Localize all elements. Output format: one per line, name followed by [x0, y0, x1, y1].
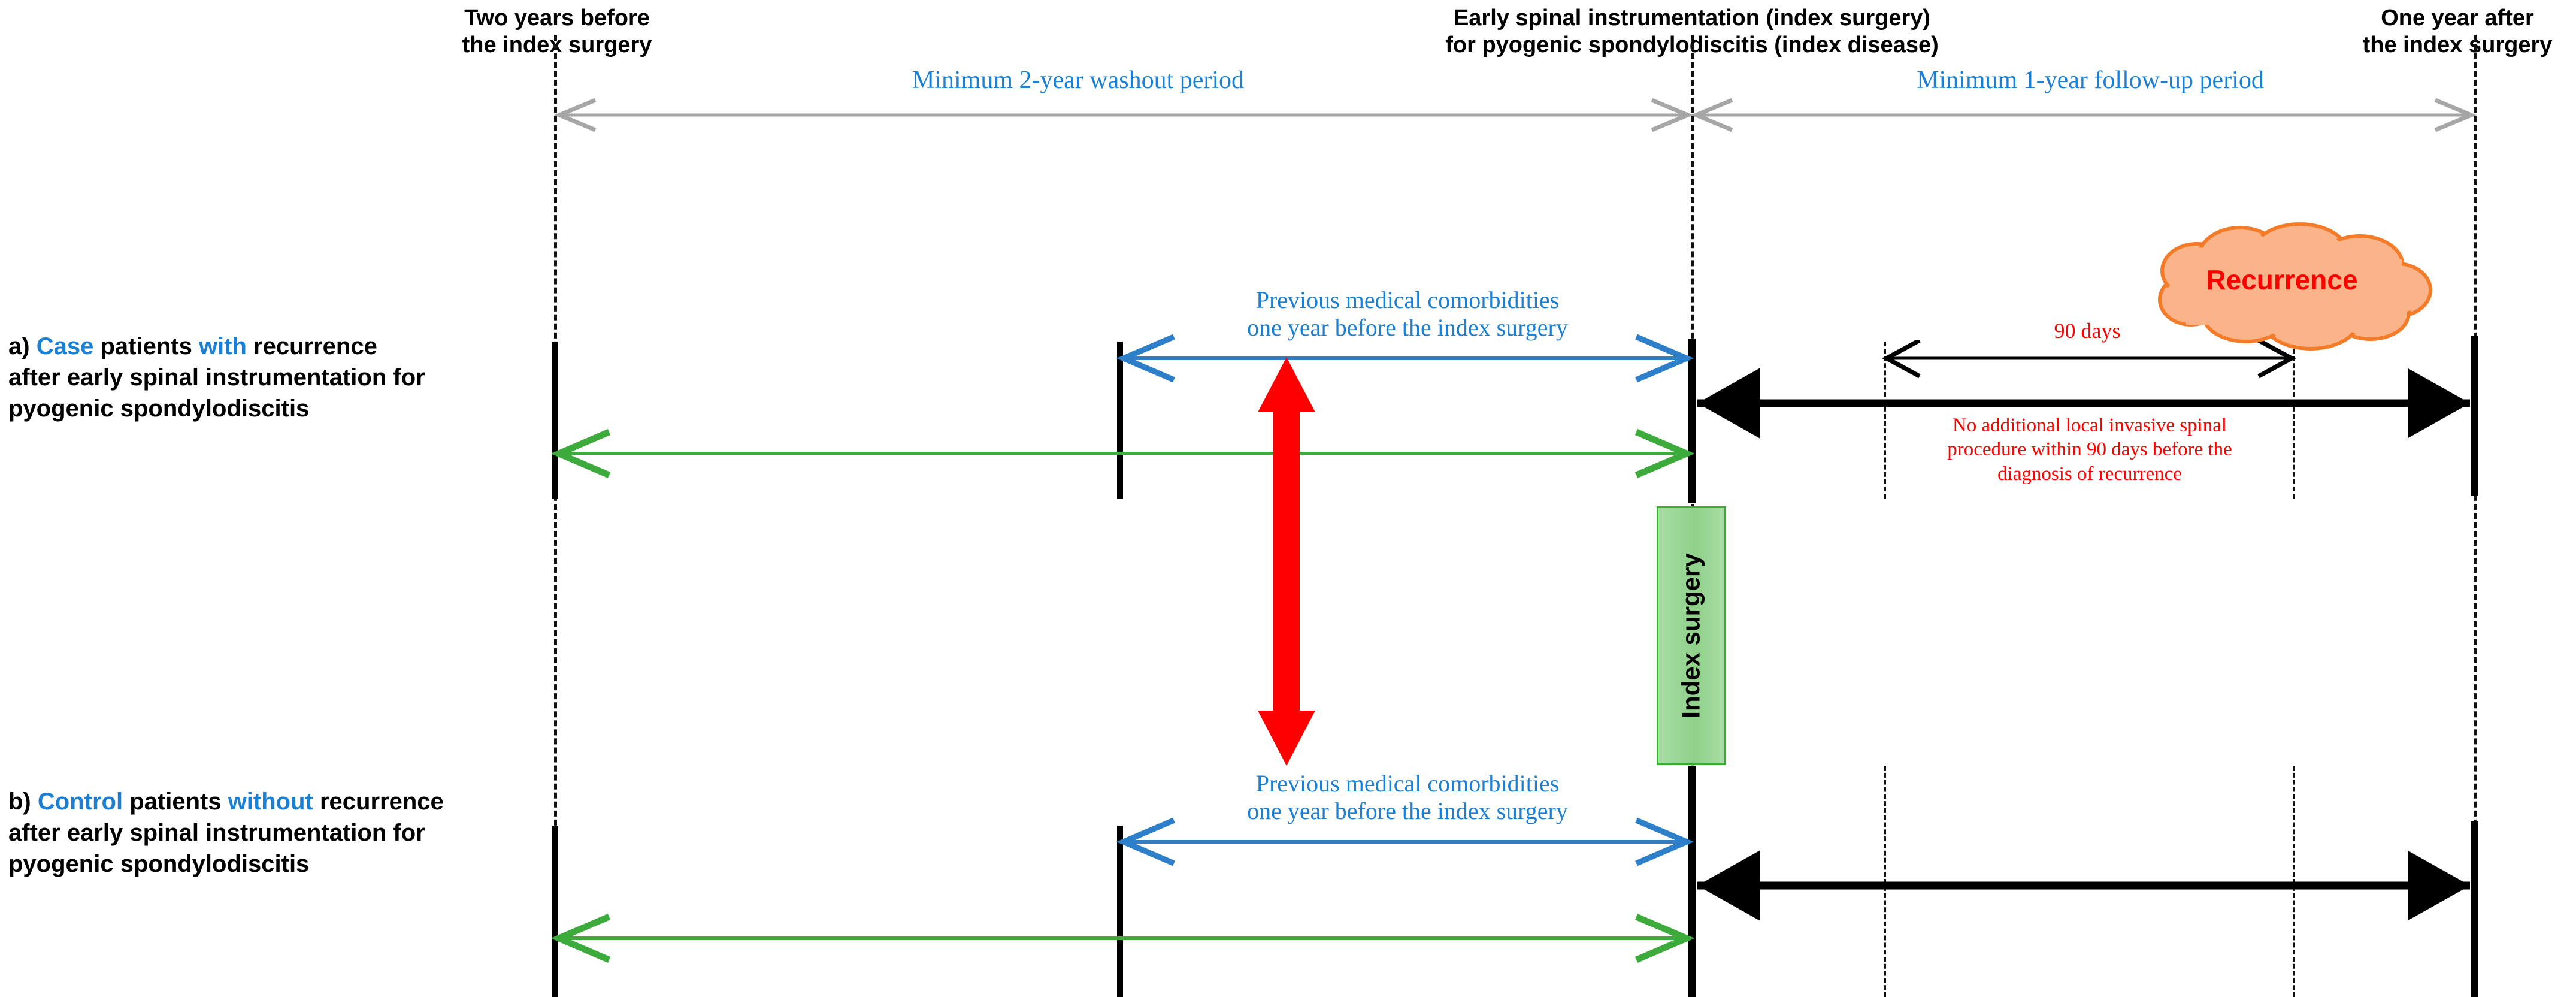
- row-a-line3: pyogenic spondylodiscitis: [8, 395, 310, 422]
- row-b-tick-one-year-after: [2471, 821, 2478, 997]
- row-b-line2: after early spinal instrumentation for: [8, 820, 425, 846]
- matching-red-double-arrow: [1258, 357, 1315, 766]
- row-b-line3: pyogenic spondylodiscitis: [8, 851, 310, 877]
- guide-one-year-after: [2474, 35, 2477, 997]
- recurrence-cloud: [2158, 222, 2432, 351]
- row-b-mid2: recurrence: [319, 788, 444, 815]
- row-b-mid1: patients: [129, 788, 228, 815]
- followup-period-label: Minimum 1-year follow-up period: [1917, 67, 2264, 94]
- row-a-ninety-days-label: 90 days: [2054, 319, 2121, 343]
- row-a-line2: after early spinal instrumentation for: [8, 364, 425, 391]
- row-b-keyword-control: Control: [37, 788, 123, 815]
- row-a-prefix: a): [8, 333, 30, 359]
- row-a-keyword-case: Case: [36, 333, 94, 359]
- recurrence-cloud-label: Recurrence: [2206, 264, 2358, 295]
- row-b-keyword-without: without: [228, 788, 313, 815]
- row-a-tick-one-year-before: [1117, 342, 1123, 498]
- period-band-arrows: [553, 98, 2477, 132]
- index-surgery-box[interactable]: Index surgery: [1657, 506, 1726, 765]
- row-b-tick-one-year-before: [1117, 826, 1123, 997]
- marker-label-two-years-before: Two years before the index surgery: [462, 5, 652, 58]
- row-a-mid1: patients: [100, 333, 199, 359]
- marker-label-index-surgery: Early spinal instrumentation (index surg…: [1445, 5, 1939, 58]
- row-b-tick-two-years-before: [552, 826, 558, 997]
- guide-two-years-before: [554, 35, 557, 997]
- row-a-arrows: [0, 0, 2470, 539]
- row-a-tick-two-years-before: [552, 342, 558, 498]
- row-b-description: b) Control patients without recurrence a…: [8, 786, 535, 880]
- row-a-keyword-with: with: [198, 333, 247, 359]
- row-a-tick-one-year-after: [2471, 336, 2478, 496]
- row-b-prefix: b): [8, 788, 31, 815]
- row-a-description: a) Case patients with recurrence after e…: [8, 331, 517, 424]
- marker-label-one-year-after: One year after the index surgery: [2362, 5, 2553, 58]
- washout-period-label: Minimum 2-year washout period: [912, 67, 1245, 94]
- row-a-mid2: recurrence: [253, 333, 377, 359]
